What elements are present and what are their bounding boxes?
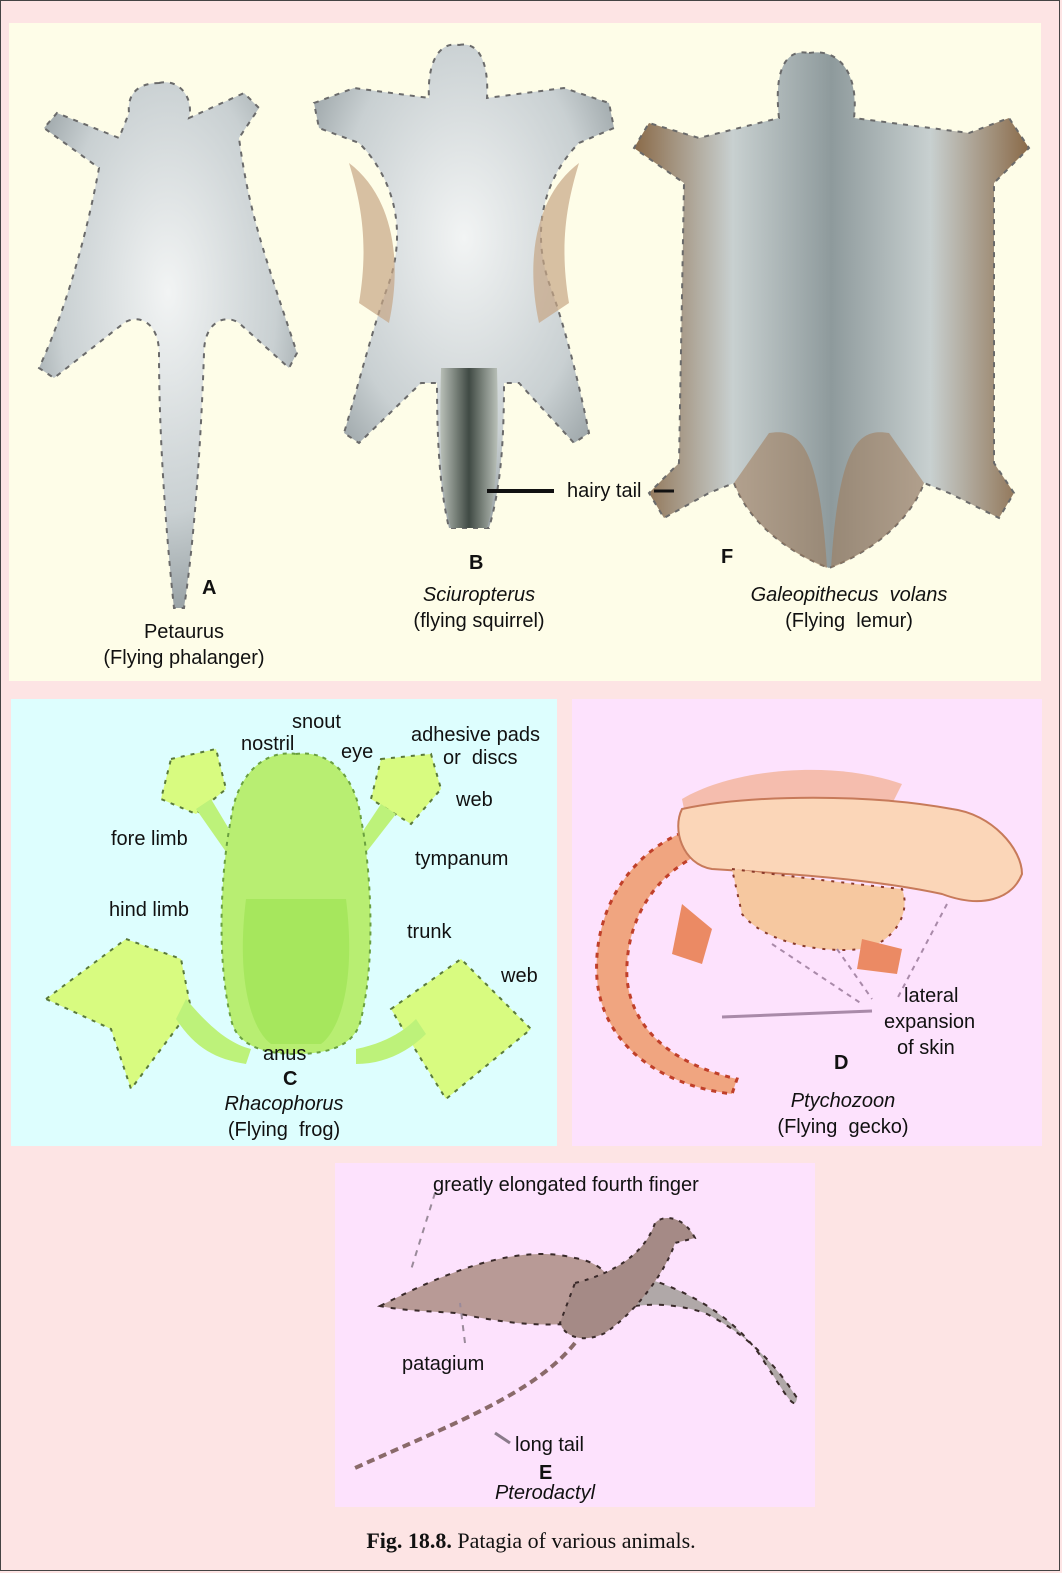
label-rhacophorus: Rhacophorus <box>184 1092 384 1116</box>
label-web-top: web <box>456 788 493 812</box>
label-sciuropterus: Sciuropterus <box>379 583 579 607</box>
label-letter-d: D <box>834 1051 848 1075</box>
petaurus-drawing <box>39 82 297 608</box>
label-fourth-finger: greatly elongated fourth finger <box>433 1173 699 1197</box>
label-web-bottom: web <box>501 964 538 988</box>
label-long-tail: long tail <box>515 1433 584 1457</box>
label-flying-phalanger: (Flying phalanger) <box>74 646 294 670</box>
label-snout: snout <box>292 710 341 734</box>
panel-flying-gecko: lateral expansion of skin D Ptychozoon (… <box>572 699 1042 1146</box>
caption-text: Patagia of various animals. <box>452 1528 696 1553</box>
label-or-discs: or discs <box>443 746 517 770</box>
label-flying-gecko: (Flying gecko) <box>743 1115 943 1139</box>
label-patagium: patagium <box>402 1352 484 1376</box>
label-fore-limb: fore limb <box>111 827 188 851</box>
label-nostril: nostril <box>241 732 294 756</box>
label-of-skin: of skin <box>897 1036 955 1060</box>
label-trunk: trunk <box>407 920 451 944</box>
label-ptychozoon: Ptychozoon <box>743 1089 943 1113</box>
gecko-drawing <box>597 770 1022 1094</box>
label-adhesive-pads: adhesive pads <box>411 723 540 747</box>
label-flying-frog: (Flying frog) <box>184 1118 384 1142</box>
label-expansion: expansion <box>884 1010 975 1034</box>
flying-gecko-illustration <box>572 699 1042 1146</box>
sciuropterus-drawing <box>314 45 614 528</box>
label-petaurus: Petaurus <box>84 620 284 644</box>
figure-caption: Fig. 18.8. Patagia of various animals. <box>1 1528 1061 1554</box>
label-pterodactyl: Pterodactyl <box>445 1481 645 1505</box>
pterodactyl-drawing <box>355 1193 797 1468</box>
label-galeopithecus: Galeopithecus volans <box>729 583 969 607</box>
label-flying-lemur: (Flying lemur) <box>729 609 969 633</box>
caption-figure-number: Fig. 18.8. <box>366 1528 452 1553</box>
label-flying-squirrel: (flying squirrel) <box>379 609 579 633</box>
galeopithecus-drawing <box>634 52 1029 568</box>
label-tympanum: tympanum <box>415 847 508 871</box>
label-letter-b: B <box>469 551 483 575</box>
label-letter-c: C <box>283 1067 297 1091</box>
label-hairy-tail: hairy tail <box>567 479 641 503</box>
label-letter-a: A <box>202 576 216 600</box>
panel-gliding-mammals: A Petaurus (Flying phalanger) B Sciuropt… <box>9 23 1041 681</box>
label-hind-limb: hind limb <box>109 898 189 922</box>
label-lateral: lateral <box>904 984 958 1008</box>
label-anus: anus <box>263 1042 306 1066</box>
panel-pterodactyl: greatly elongated fourth finger patagium… <box>335 1163 815 1507</box>
panel-flying-frog: snout nostril eye adhesive pads or discs… <box>11 699 557 1146</box>
label-letter-f: F <box>721 545 733 569</box>
label-eye: eye <box>341 740 373 764</box>
